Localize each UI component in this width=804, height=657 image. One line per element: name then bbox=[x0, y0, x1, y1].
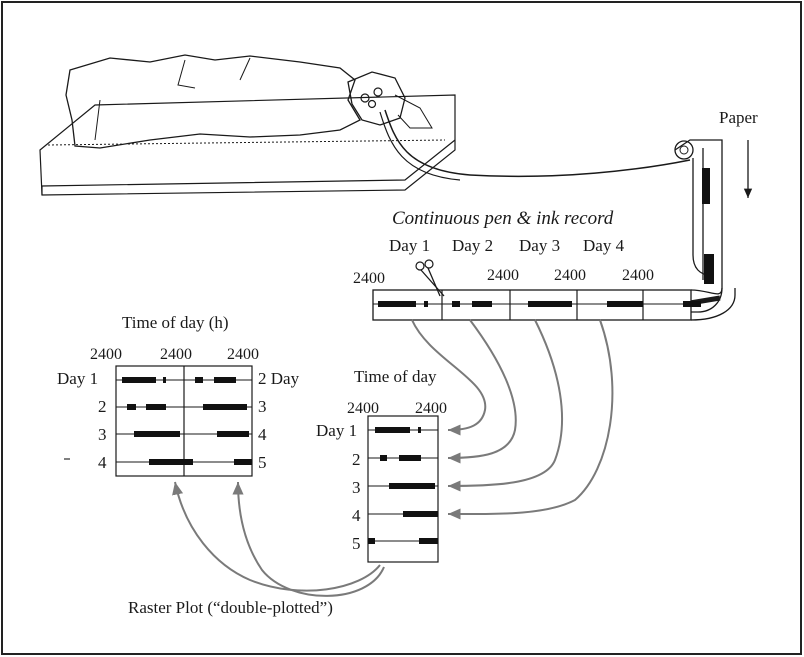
raster-to-double-arrows bbox=[172, 481, 385, 597]
paper-roll-recorder bbox=[674, 139, 723, 313]
sleeping-subject-illustration bbox=[65, 54, 433, 149]
single-raster-row-4: 4 bbox=[352, 506, 361, 525]
single-raster-tick-1: 2400 bbox=[347, 400, 379, 417]
bed-illustration bbox=[39, 94, 456, 196]
double-raster-right-4: 5 bbox=[258, 453, 267, 472]
double-raster-right-1: 2 Day bbox=[258, 369, 300, 388]
double-raster-right-3: 4 bbox=[258, 425, 267, 444]
single-raster-row-2: 2 bbox=[352, 450, 361, 469]
continuous-record-strip bbox=[372, 287, 736, 321]
record-day-3: Day 3 bbox=[519, 236, 560, 255]
record-tick-2: 2400 bbox=[487, 267, 519, 284]
single-raster-row-5: 5 bbox=[352, 534, 361, 553]
double-raster-tick-1: 2400 bbox=[90, 346, 122, 363]
single-raster-row-3: 3 bbox=[352, 478, 361, 497]
electrode-cable bbox=[384, 109, 691, 178]
double-raster-tick-2: 2400 bbox=[160, 346, 192, 363]
double-raster-row-3: 3 bbox=[98, 425, 107, 444]
double-raster-title: Time of day (h) bbox=[122, 313, 229, 332]
record-title: Continuous pen & ink record bbox=[392, 208, 614, 229]
double-raster-right-2: 3 bbox=[258, 397, 267, 416]
record-day-4: Day 4 bbox=[583, 236, 625, 255]
single-raster-row-1: Day 1 bbox=[316, 421, 357, 440]
single-raster-title: Time of day bbox=[354, 367, 437, 386]
record-tick-1: 2400 bbox=[353, 270, 385, 287]
double-plotted-raster bbox=[115, 365, 253, 477]
strip-to-raster-arrows bbox=[411, 319, 614, 520]
record-day-2: Day 2 bbox=[452, 236, 493, 255]
record-day-1: Day 1 bbox=[389, 236, 430, 255]
scissors-icon bbox=[415, 259, 445, 297]
double-raster-row-1: Day 1 bbox=[57, 369, 98, 388]
double-raster-tick-3: 2400 bbox=[227, 346, 259, 363]
record-tick-3: 2400 bbox=[554, 267, 586, 284]
single-raster-tick-2: 2400 bbox=[415, 400, 447, 417]
double-raster-row-4: 4 bbox=[98, 453, 107, 472]
raster-caption: Raster Plot (“double-plotted”) bbox=[128, 598, 333, 617]
record-tick-4: 2400 bbox=[622, 267, 654, 284]
paper-label: Paper bbox=[719, 108, 758, 127]
single-plotted-raster bbox=[367, 415, 439, 563]
double-raster-row-2: 2 bbox=[98, 397, 107, 416]
